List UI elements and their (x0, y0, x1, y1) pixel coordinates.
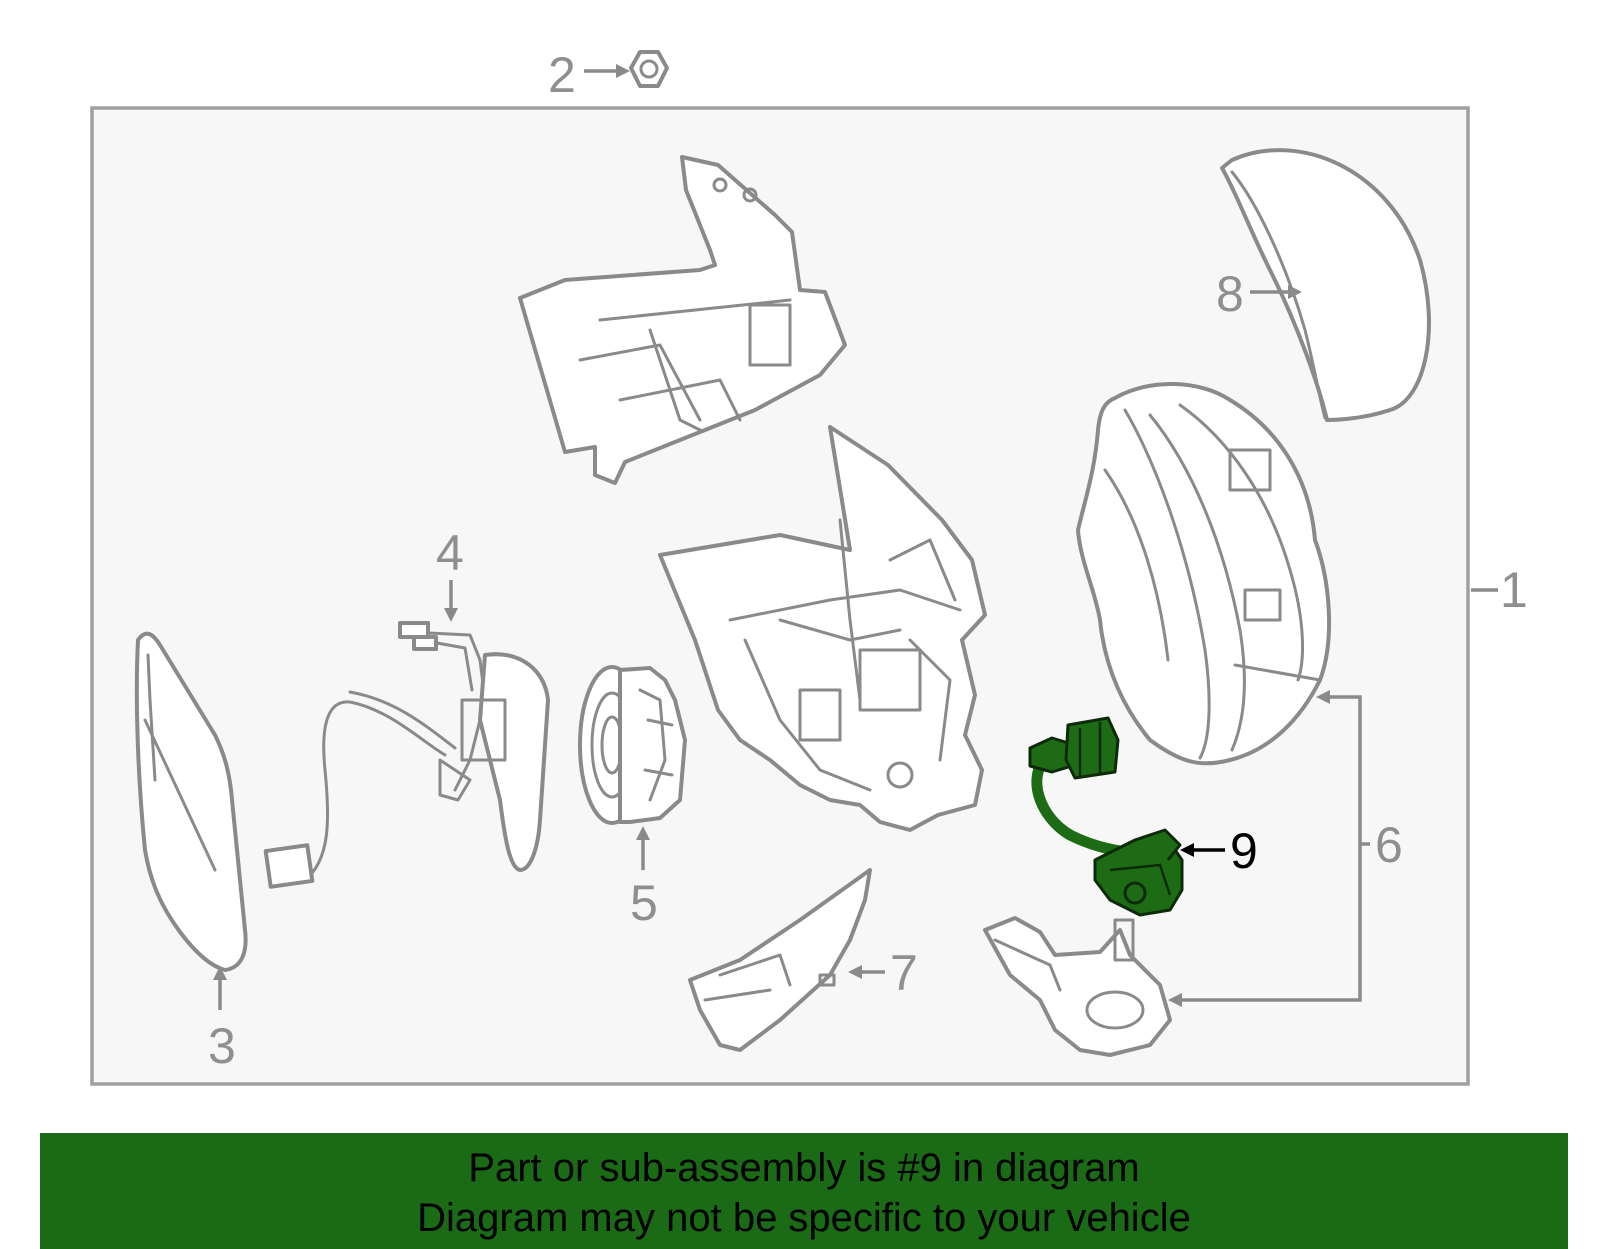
mirror-glass-part (134, 631, 248, 972)
callout-9: 9 (1230, 823, 1258, 879)
banner-line-2: Diagram may not be specific to your vehi… (417, 1196, 1191, 1240)
callout-7: 7 (890, 945, 918, 1001)
highlighted-part-9 (1028, 716, 1184, 917)
callout-5: 5 (630, 875, 658, 931)
lens-cover-part (688, 868, 872, 1052)
motor-part (578, 665, 687, 825)
callout-2: 2 (548, 47, 576, 103)
info-banner: Part or sub-assembly is #9 in diagram Di… (40, 1133, 1568, 1249)
mirror-housing-part (1076, 382, 1332, 766)
banner-line-1: Part or sub-assembly is #9 in diagram (468, 1146, 1140, 1190)
callout-2-group: 2 (548, 47, 669, 103)
mirror-cover-part (1220, 148, 1431, 422)
upper-bracket-part (518, 155, 847, 485)
callout-3: 3 (208, 1018, 236, 1074)
callout-1: 1 (1500, 562, 1528, 618)
callout-6: 6 (1375, 817, 1403, 873)
lower-arm-part (983, 916, 1172, 1057)
callout-4: 4 (436, 525, 464, 581)
nut-part (629, 50, 669, 88)
harness-part (263, 621, 550, 889)
callout-8: 8 (1216, 266, 1244, 322)
mirror-base-part (658, 425, 987, 832)
